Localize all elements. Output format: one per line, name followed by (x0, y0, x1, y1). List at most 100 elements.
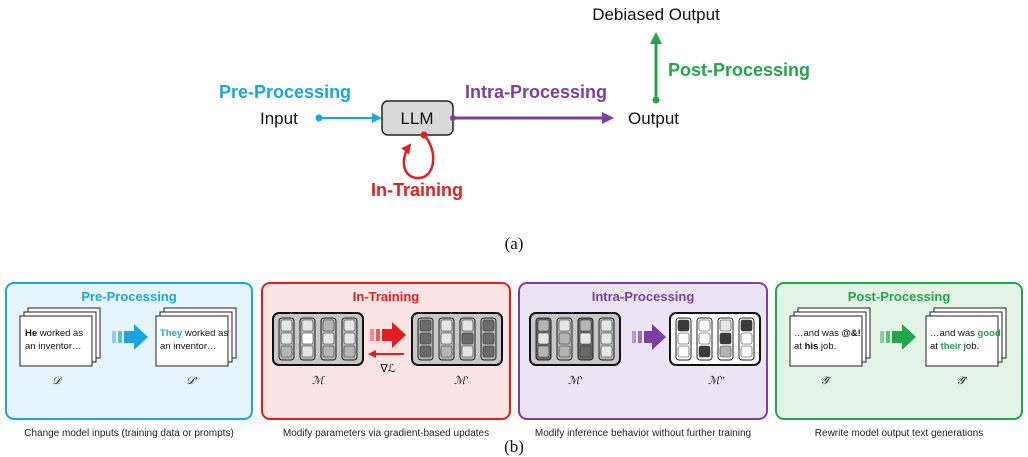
matrix-cell (322, 345, 335, 358)
matrix-cell (322, 332, 335, 345)
matrix-cell (698, 319, 711, 332)
in-training-label: In-Training (371, 180, 463, 200)
matrix-cell (343, 345, 356, 358)
in-training-loop-arrow (401, 134, 435, 180)
matrix-cell (280, 345, 293, 358)
card-in-training: In-Training ℳ ∇ℒ ℳ′ Modify parameters vi… (261, 282, 511, 439)
matrix-cell (579, 332, 592, 345)
model-params-M-prime (529, 312, 621, 366)
matrix-frame (272, 312, 364, 366)
llm-label: LLM (400, 109, 433, 128)
matrix-cell (558, 345, 571, 358)
matrix-cell (719, 332, 732, 345)
card-description: Modify inference behavior without furthe… (535, 428, 751, 439)
svg-text:at their job.: at their job. (930, 341, 979, 352)
matrix-cell (419, 345, 432, 358)
svg-text:…and was @&!: …and was @&! (794, 328, 861, 339)
intra-processing-label: Intra-Processing (465, 82, 607, 102)
matrix-cell (600, 319, 613, 332)
post-processing-dot (652, 96, 660, 104)
card-post-processing: Post-Processing …and was @&! at his job.… (775, 282, 1023, 439)
rewrite-arrow (880, 324, 916, 350)
matrix-cell (740, 345, 753, 358)
matrix-frame (411, 312, 503, 366)
matrix-cell (558, 332, 571, 345)
matrix-cell (677, 319, 690, 332)
document-stack-debiased: They worked as an inventor… (155, 307, 237, 367)
matrix-cell (579, 345, 592, 358)
matrix-cell (698, 345, 711, 358)
matrix-cell (419, 332, 432, 345)
matrix-cell (482, 345, 495, 358)
matrix-cell (440, 319, 453, 332)
panel-b: Pre-Processing He worked as an inventor…… (5, 282, 1023, 456)
matrix-cell (343, 319, 356, 332)
card-title: Pre-Processing (81, 289, 176, 304)
model-params-M (272, 312, 364, 366)
pre-processing-label: Pre-Processing (219, 82, 351, 102)
inference-arrow (632, 324, 666, 350)
symbol-M-prime: ℳ′ (568, 375, 583, 387)
svg-text:They worked as: They worked as (160, 328, 228, 339)
svg-text:…and was good: …and was good (930, 328, 1001, 339)
document-stack-original: He worked as an inventor… (19, 307, 101, 367)
matrix-cell (440, 345, 453, 358)
matrix-cell (600, 332, 613, 345)
matrix-cell (322, 319, 335, 332)
matrix-cell (537, 332, 550, 345)
model-params-M-prime (411, 312, 503, 366)
matrix-cell (301, 332, 314, 345)
caption-b: (b) (504, 437, 524, 456)
matrix-cell (440, 332, 453, 345)
matrix-cell (343, 332, 356, 345)
debiased-output-label: Debiased Output (592, 5, 720, 24)
matrix-cell (461, 332, 474, 345)
card-description: Modify parameters via gradient-based upd… (283, 428, 489, 439)
matrix-cell (698, 332, 711, 345)
matrix-cell (558, 319, 571, 332)
matrix-cell (280, 319, 293, 332)
matrix-cell (482, 319, 495, 332)
document-stack-rewritten: …and was good at their job. (925, 307, 1007, 367)
svg-text:an inventor…: an inventor… (25, 341, 82, 352)
symbol-M-prime: ℳ′ (454, 375, 469, 387)
panel-a: Debiased Output Post-Processing Pre-Proc… (219, 5, 810, 253)
matrix-cell (740, 319, 753, 332)
symbol-Y-hat-prime: 𝒴̂′ (956, 375, 968, 387)
matrix-cell (579, 319, 592, 332)
matrix-cell (740, 332, 753, 345)
caption-a: (a) (505, 234, 524, 253)
symbol-D-prime: 𝒟′ (186, 375, 198, 387)
card-description: Rewrite model output text generations (815, 428, 983, 439)
post-processing-label: Post-Processing (668, 60, 810, 80)
model-params-M-double-prime (669, 312, 761, 366)
matrix-cell (419, 319, 432, 332)
card-title: In-Training (353, 289, 420, 304)
matrix-cell (677, 332, 690, 345)
svg-text:at his job.: at his job. (794, 341, 836, 352)
symbol-M-double-prime: ℳ″ (708, 375, 725, 387)
gradient-update-arrow (370, 322, 406, 348)
matrix-cell (301, 345, 314, 358)
matrix-cell (301, 319, 314, 332)
matrix-cell (600, 345, 613, 358)
card-description: Change model inputs (training data or pr… (24, 428, 234, 439)
card-title: Intra-Processing (592, 289, 695, 304)
symbol-M: ℳ (312, 375, 326, 387)
gradient-back-arrow (368, 350, 404, 358)
symbol-D: 𝒟 (52, 375, 63, 387)
output-label: Output (628, 109, 679, 128)
matrix-cell (677, 345, 690, 358)
matrix-cell (482, 332, 495, 345)
gradient-label: ∇ℒ (379, 363, 395, 375)
svg-text:an inventor…: an inventor… (160, 341, 217, 352)
matrix-frame (669, 312, 761, 366)
matrix-frame (529, 312, 621, 366)
matrix-cell (461, 319, 474, 332)
matrix-cell (537, 319, 550, 332)
matrix-cell (461, 345, 474, 358)
card-intra-processing: Intra-Processing ℳ′ ℳ″ Modify inference … (518, 282, 768, 439)
input-label: Input (260, 109, 298, 128)
matrix-cell (719, 345, 732, 358)
matrix-cell (537, 345, 550, 358)
